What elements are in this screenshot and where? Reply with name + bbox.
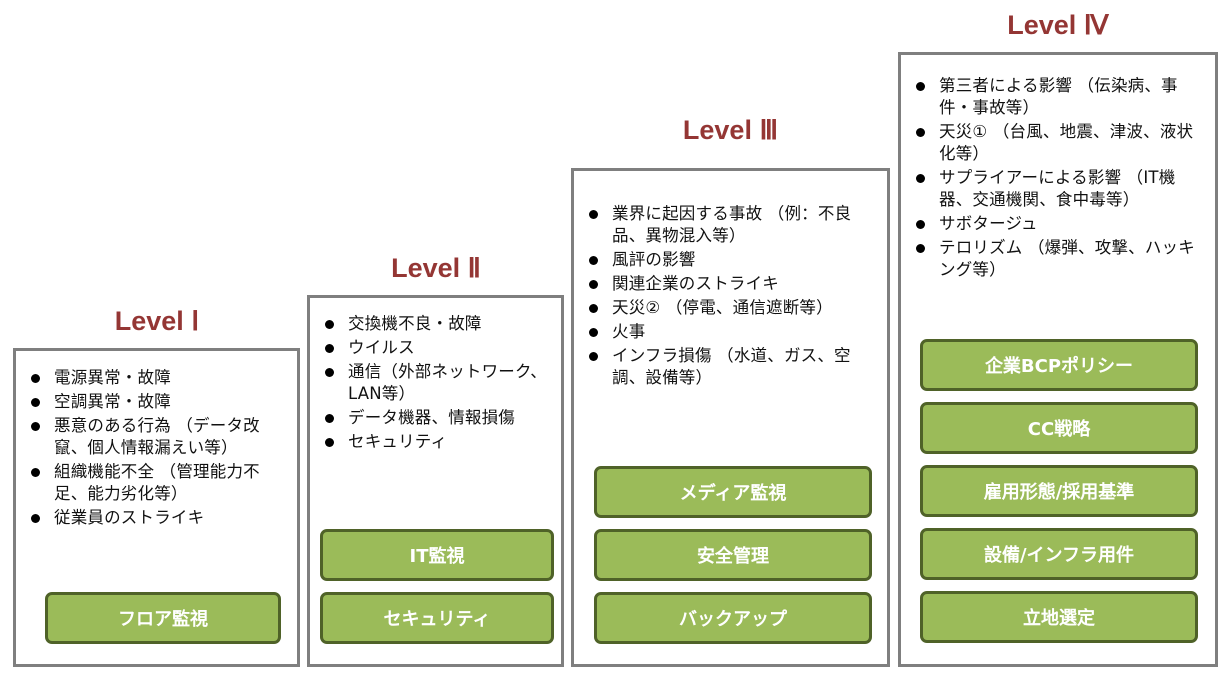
risk-item: データ機器、情報損傷 [322,407,553,429]
risk-item: 風評の影響 [586,249,879,271]
risk-item: サボタージュ [913,213,1207,235]
risk-item: テロリズム （爆弾、攻撃、ハッキング等） [913,237,1207,281]
bullet-icon [325,438,334,447]
bullet-icon [31,398,40,407]
bullet-icon [325,414,334,423]
level-1-risk-list: 電源異常・故障 空調異常・故障 悪意のある行為 （データ改竄、個人情報漏えい等）… [28,367,289,531]
bullet-icon [31,514,40,523]
employment-criteria-button[interactable]: 雇用形態/採用基準 [920,465,1198,517]
risk-item: 悪意のある行為 （データ改竄、個人情報漏えい等） [28,415,289,459]
risk-item: 第三者による影響 （伝染病、事件・事故等） [913,75,1207,119]
risk-item: 電源異常・故障 [28,367,289,389]
cc-strategy-button[interactable]: CC戦略 [920,402,1198,454]
risk-item: ウイルス [322,337,553,359]
safety-management-button[interactable]: 安全管理 [594,529,872,581]
risk-item: セキュリティ [322,431,553,453]
bullet-icon [589,280,598,289]
level-1-title: Level Ⅰ [114,306,200,336]
level-2-column: 交換機不良・故障 ウイルス 通信（外部ネットワーク、LAN等） データ機器、情報… [307,295,564,667]
level-4-column: 第三者による影響 （伝染病、事件・事故等） 天災① （台風、地震、津波、液状化等… [898,52,1218,667]
bullet-icon [325,320,334,329]
corporate-bcp-policy-button[interactable]: 企業BCPポリシー [920,339,1198,391]
risk-item: 火事 [586,321,879,343]
bullet-icon [916,244,925,253]
bullet-icon [916,220,925,229]
floor-monitoring-button[interactable]: フロア監視 [45,592,281,644]
risk-item: 交換機不良・故障 [322,313,553,335]
level-2-title: Level Ⅱ [391,253,481,283]
bullet-icon [916,174,925,183]
bullet-icon [31,374,40,383]
bullet-icon [325,368,334,377]
it-monitoring-button[interactable]: IT監視 [320,529,554,581]
risk-item: サプライアーによる影響 （IT機器、交通機関、食中毒等） [913,167,1207,211]
risk-item: インフラ損傷 （水道、ガス、空調、設備等） [586,345,879,389]
level-4-risk-list: 第三者による影響 （伝染病、事件・事故等） 天災① （台風、地震、津波、液状化等… [913,75,1207,283]
media-monitoring-button[interactable]: メディア監視 [594,466,872,518]
level-3-column: 業界に起因する事故 （例：不良品、異物混入等） 風評の影響 関連企業のストライキ… [571,168,890,667]
risk-item: 天災① （台風、地震、津波、液状化等） [913,121,1207,165]
risk-item: 天災② （停電、通信遮断等） [586,297,879,319]
bullet-icon [589,328,598,337]
facility-infra-requirements-button[interactable]: 設備/インフラ用件 [920,528,1198,580]
bullet-icon [31,468,40,477]
level-3-title: Level Ⅲ [682,115,779,145]
bullet-icon [916,82,925,91]
risk-item: 関連企業のストライキ [586,273,879,295]
bullet-icon [31,422,40,431]
risk-item: 組織機能不全 （管理能力不足、能力劣化等） [28,461,289,505]
bullet-icon [589,352,598,361]
bullet-icon [589,256,598,265]
risk-item: 従業員のストライキ [28,507,289,529]
level-4-title: Level Ⅳ [1007,10,1109,40]
backup-button[interactable]: バックアップ [594,592,872,644]
level-3-risk-list: 業界に起因する事故 （例：不良品、異物混入等） 風評の影響 関連企業のストライキ… [586,203,879,391]
bullet-icon [325,344,334,353]
risk-item: 通信（外部ネットワーク、LAN等） [322,361,553,405]
risk-item: 業界に起因する事故 （例：不良品、異物混入等） [586,203,879,247]
bullet-icon [589,304,598,313]
level-1-column: 電源異常・故障 空調異常・故障 悪意のある行為 （データ改竄、個人情報漏えい等）… [13,348,300,667]
security-button[interactable]: セキュリティ [320,592,554,644]
level-2-risk-list: 交換機不良・故障 ウイルス 通信（外部ネットワーク、LAN等） データ機器、情報… [322,313,553,455]
bullet-icon [589,210,598,219]
bullet-icon [916,128,925,137]
risk-item: 空調異常・故障 [28,391,289,413]
site-selection-button[interactable]: 立地選定 [920,591,1198,643]
